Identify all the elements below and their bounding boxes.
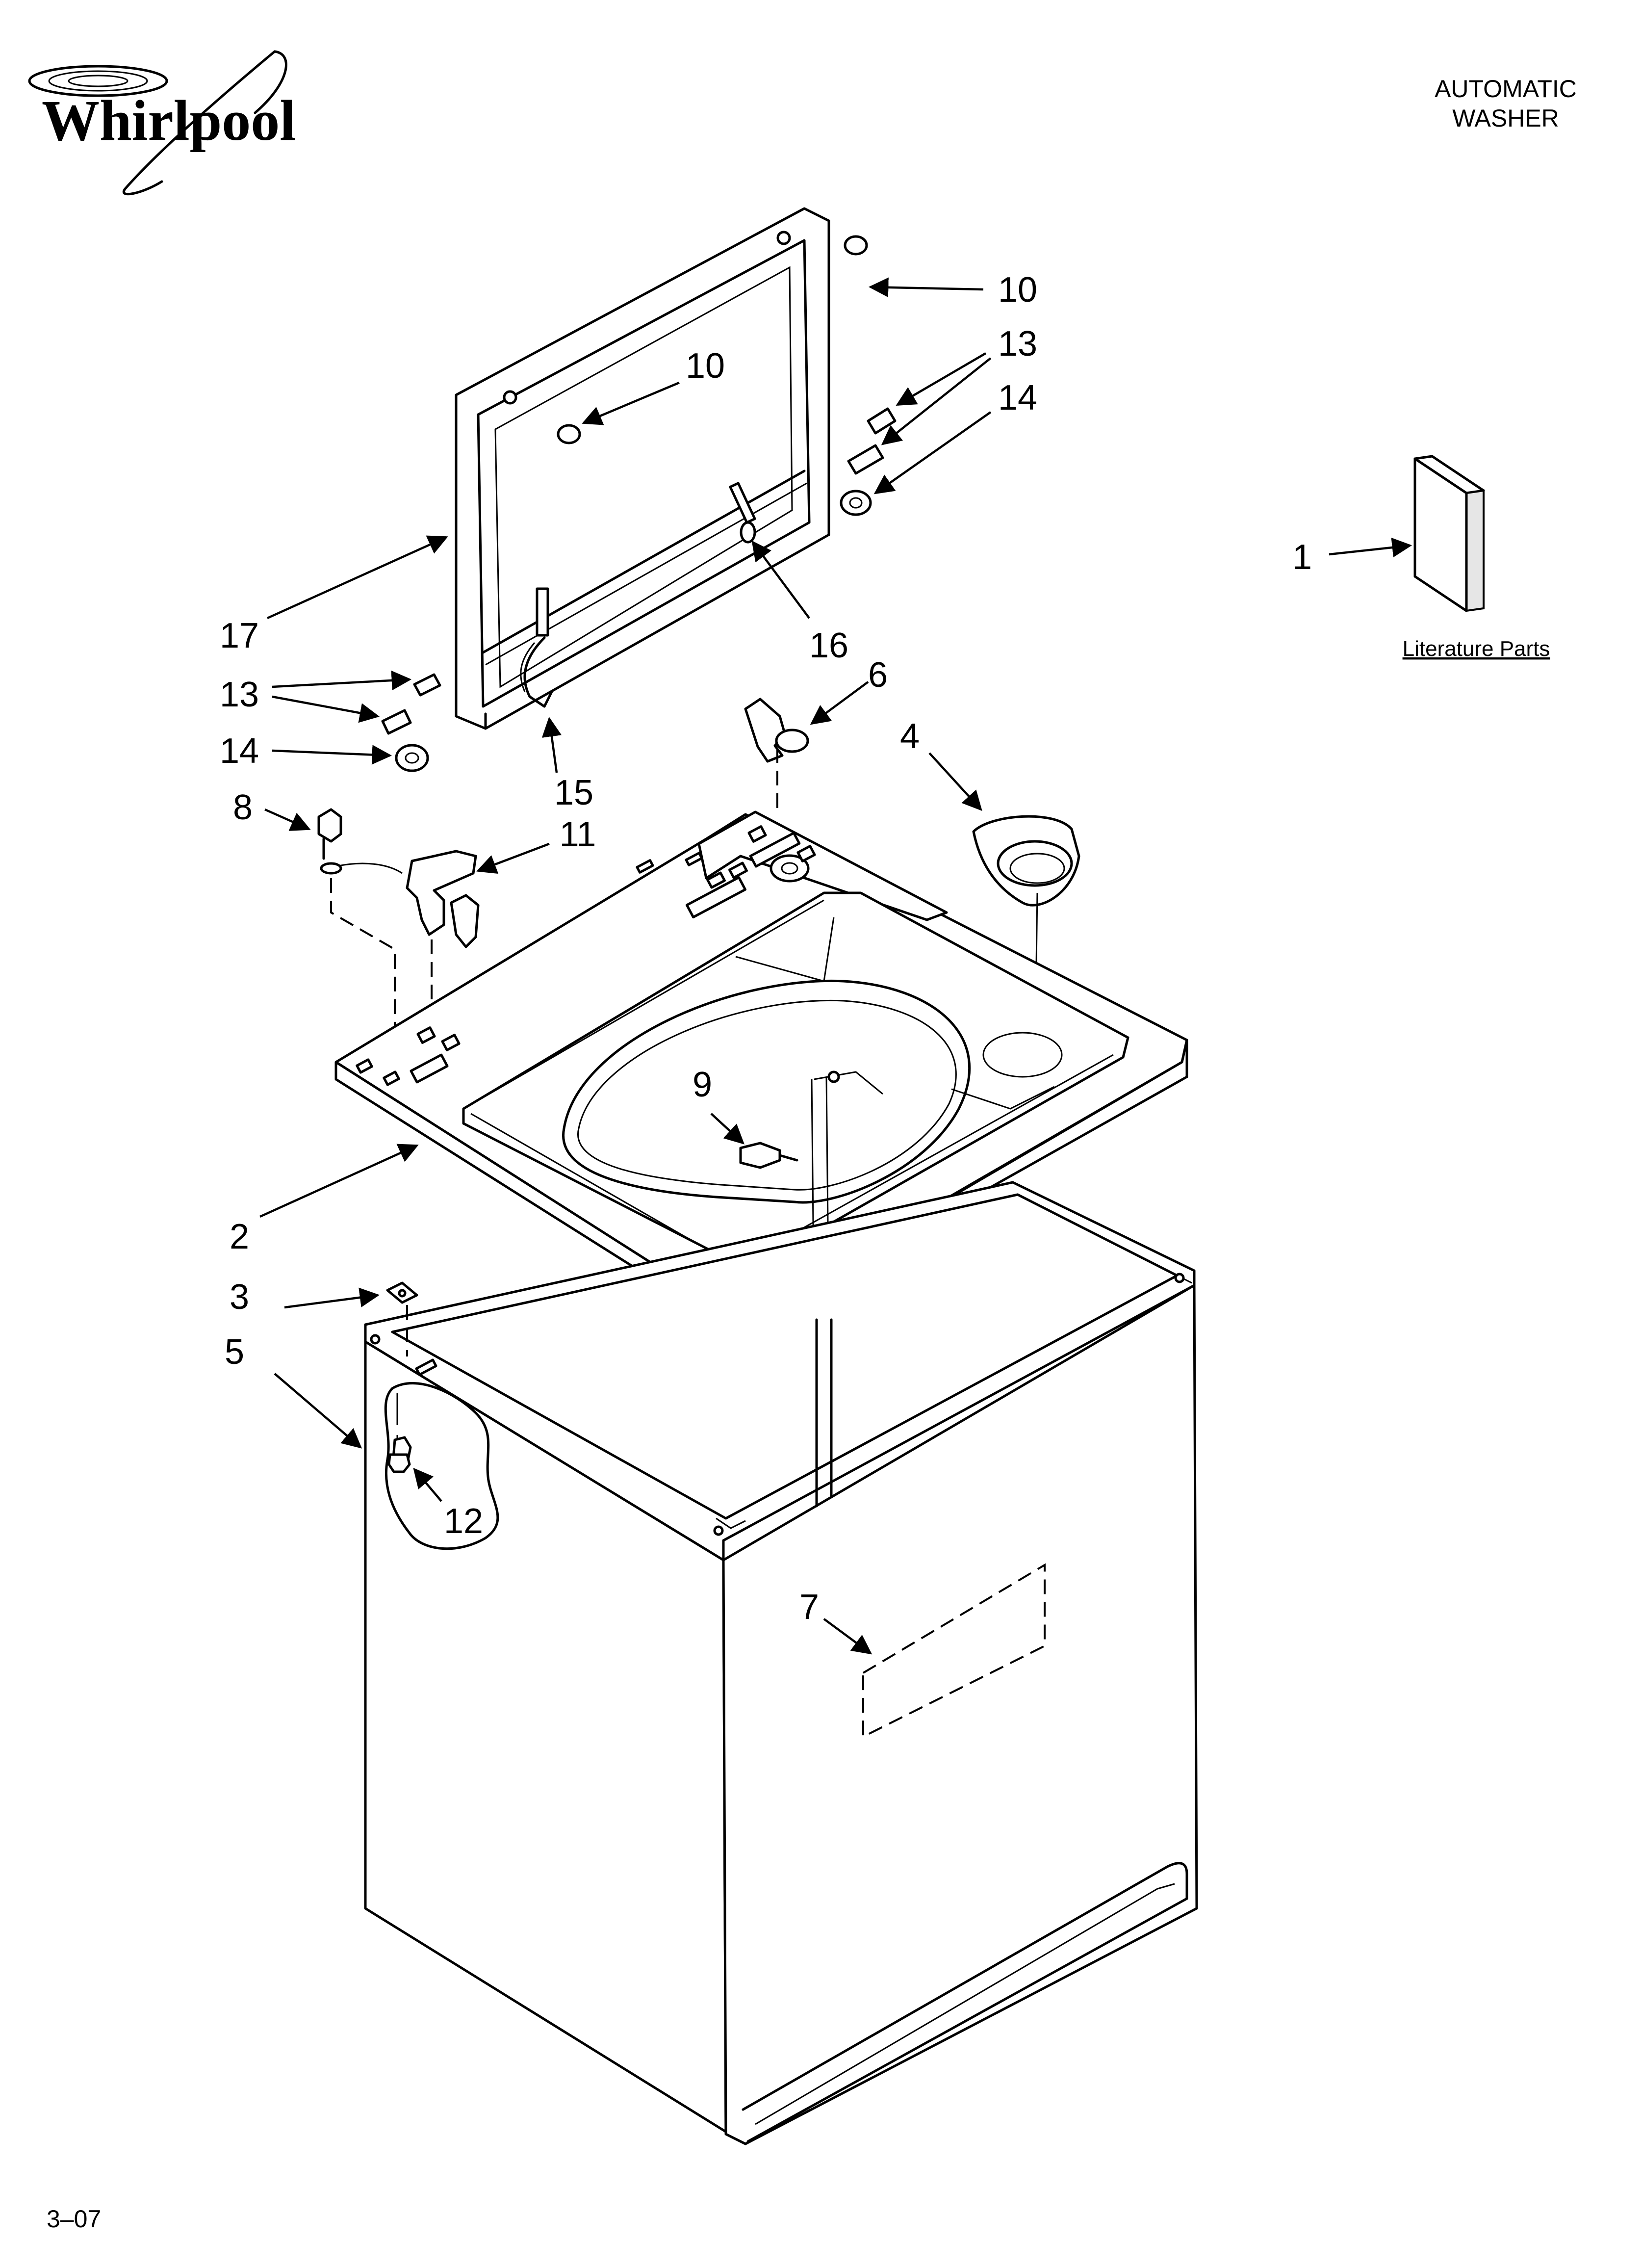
- callout-7: 7: [799, 1588, 819, 1627]
- callout-17: 17: [220, 616, 259, 655]
- callout-10-left: 10: [686, 346, 725, 386]
- hose-clip: [744, 698, 809, 763]
- callout-8: 8: [233, 788, 253, 827]
- callout-10-top: 10: [998, 270, 1037, 310]
- washer-cabinet: [364, 1181, 1198, 2145]
- lid-hinge-screws-left: [381, 673, 441, 772]
- lid-bumper-top: [776, 231, 868, 256]
- brand-name: Whirlpool: [42, 88, 296, 153]
- callout-4: 4: [900, 717, 920, 756]
- bleach-dispenser: [972, 815, 1080, 907]
- washer-lid: [455, 207, 830, 730]
- cabinet-cutaway: [384, 1382, 499, 1550]
- callout-3: 3: [230, 1277, 249, 1317]
- literature-booklet: [1413, 455, 1485, 612]
- lid-switch: [317, 808, 480, 948]
- lid-bumper-left: [503, 390, 581, 444]
- tub-screw: [739, 1142, 798, 1169]
- callout-14-left: 14: [220, 731, 259, 771]
- lid-hinge-screws-right: [840, 407, 897, 516]
- callout-11: 11: [560, 815, 596, 854]
- callout-16: 16: [809, 626, 848, 665]
- serial-label-area: [862, 1563, 1046, 1739]
- callout-9: 9: [693, 1065, 712, 1104]
- callout-13-left: 13: [220, 675, 259, 714]
- cabinet-clip: [386, 1281, 418, 1304]
- literature-caption: Literature Parts: [1403, 637, 1550, 661]
- lid-latch-strike: [729, 482, 756, 544]
- callout-13-right: 13: [998, 324, 1037, 364]
- callout-5: 5: [225, 1332, 244, 1372]
- page-footer-code: 3–07: [47, 2205, 101, 2233]
- callout-14-right: 14: [998, 378, 1037, 417]
- page-title-line1: AUTOMATIC: [1435, 75, 1577, 103]
- lid-hinge-left: [520, 587, 553, 708]
- page-title-line2: WASHER: [1452, 104, 1559, 132]
- callout-1: 1: [1292, 538, 1312, 577]
- callout-6: 6: [868, 655, 888, 695]
- washer-top-panel: [334, 810, 1188, 1336]
- whirlpool-logo: Whirlpool: [28, 50, 296, 196]
- callout-15: 15: [554, 773, 593, 812]
- callout-2: 2: [230, 1217, 249, 1256]
- callout-12: 12: [444, 1502, 483, 1541]
